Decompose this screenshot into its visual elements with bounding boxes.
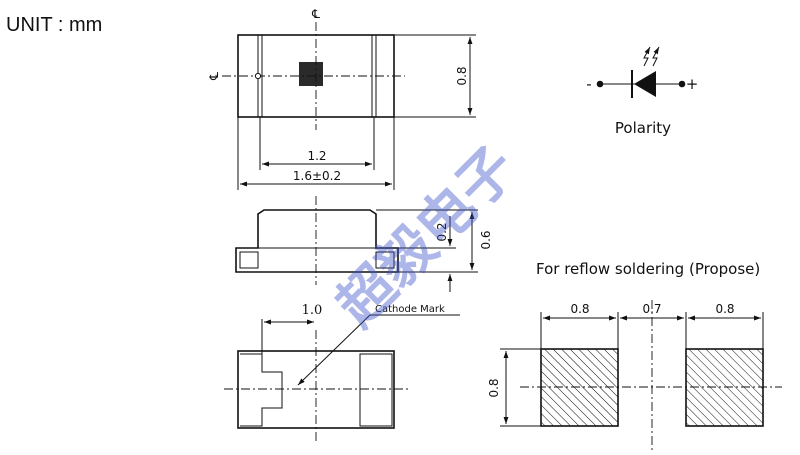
top-inner-width-label: 1.2 [307,149,326,163]
bottom-cathode-pad [240,353,283,427]
pad-right-width-label: 0.8 [715,302,734,316]
bottom-anode-pad [359,353,393,427]
bottom-offset-label: 1.0 [302,303,323,318]
side-body-outline [235,209,399,273]
top-height-label: 0.8 [455,66,469,85]
solder-pad-left [540,348,619,427]
soldering-title: For reflow soldering (Propose) [536,260,760,278]
polarity-plus-sign: + [686,75,699,93]
solder-pad-right [685,348,764,427]
polarity-label: Polarity [615,119,671,137]
unit-label: UNIT : mm [6,14,103,36]
pad-height-label: 0.8 [487,378,501,397]
led-chip [299,62,323,86]
polarity-minus-sign: - [586,75,591,93]
pad-gap-label: 0.7 [642,302,661,316]
cathode-mark-label: Cathode Mark [375,304,445,315]
top-centerline-symbol: ℄ [311,7,320,21]
side-centerline-symbol: ℄ [207,72,221,81]
side-right-terminal [375,251,395,269]
top-view: ℄ ℄ 0.8 1.2 1.6±0.2 [207,7,476,190]
side-left-terminal [239,251,259,269]
bottom-view: 1.0 Cathode Mark [224,303,460,444]
side-view: 0.2 0.6 [235,196,493,292]
soldering-pad-layout: For reflow soldering (Propose) 0.8 0.7 0… [487,260,782,450]
side-terminal-height-label: 0.2 [435,222,449,241]
light-ray-icon [643,46,651,67]
polarity-anode-dot [678,80,686,88]
top-total-width-label: 1.6±0.2 [293,169,341,183]
side-total-height-label: 0.6 [479,230,493,249]
light-ray-icon [652,46,660,67]
diode-triangle-icon [634,71,656,97]
polarity-cathode-dot [596,80,604,88]
cathode-mark-leader [297,314,371,386]
pad-left-width-label: 0.8 [570,302,589,316]
polarity-symbol: - + Polarity [586,46,699,137]
top-center-mark [254,72,262,80]
